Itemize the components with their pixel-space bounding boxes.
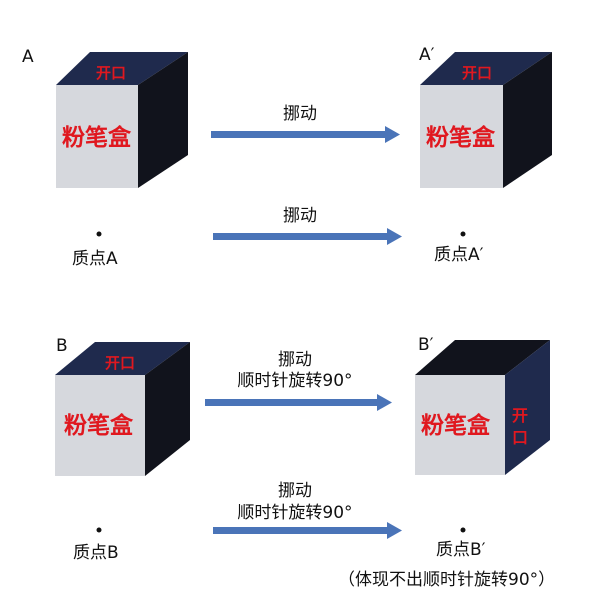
opening-label-b: 开口 [105, 354, 136, 372]
cube-b [55, 342, 190, 476]
point-b-prime-dot [460, 527, 466, 533]
arrow-move-point [213, 228, 402, 245]
arrow-label-rotate-point-1: 挪动 [278, 481, 312, 501]
point-label-b-prime: 质点B′ [436, 540, 486, 560]
opening-label-b-prime-2: 口 [512, 428, 529, 447]
rotation-note: （体现不出顺时针旋转90°） [338, 570, 556, 590]
point-label-a: 质点A [72, 249, 118, 269]
label-b: B [56, 336, 68, 356]
label-b-prime: B′ [418, 335, 434, 355]
point-b-dot [96, 527, 102, 533]
chalk-box-label-b-prime: 粉笔盒 [421, 413, 490, 439]
opening-label-a: 开口 [96, 64, 127, 82]
label-a-prime: A′ [419, 45, 435, 65]
cube-b-prime [415, 340, 550, 475]
cube-a-prime [420, 52, 552, 188]
point-a-dot [96, 231, 102, 237]
label-a: A [22, 47, 34, 67]
arrow-label-rotate-point-2: 顺时针旋转90° [237, 503, 353, 523]
cube-a [56, 52, 188, 188]
chalk-box-label-a-prime: 粉笔盒 [426, 125, 495, 151]
arrow-rotate-point [213, 522, 402, 539]
arrow-label-move-box: 挪动 [283, 104, 317, 124]
arrow-label-rotate-box-2: 顺时针旋转90° [237, 371, 353, 391]
opening-label-b-prime-1: 开 [512, 406, 529, 425]
arrow-label-rotate-box-1: 挪动 [278, 350, 312, 370]
arrow-move-box [211, 126, 400, 143]
chalk-box-label-a: 粉笔盒 [62, 125, 131, 151]
opening-label-a-prime: 开口 [462, 64, 493, 82]
point-label-a-prime: 质点A′ [434, 245, 484, 265]
arrow-rotate-box [205, 394, 392, 411]
arrow-label-move-point: 挪动 [283, 206, 317, 226]
point-a-prime-dot [460, 231, 466, 237]
chalk-box-label-b: 粉笔盒 [64, 413, 133, 439]
point-label-b: 质点B [73, 543, 119, 563]
